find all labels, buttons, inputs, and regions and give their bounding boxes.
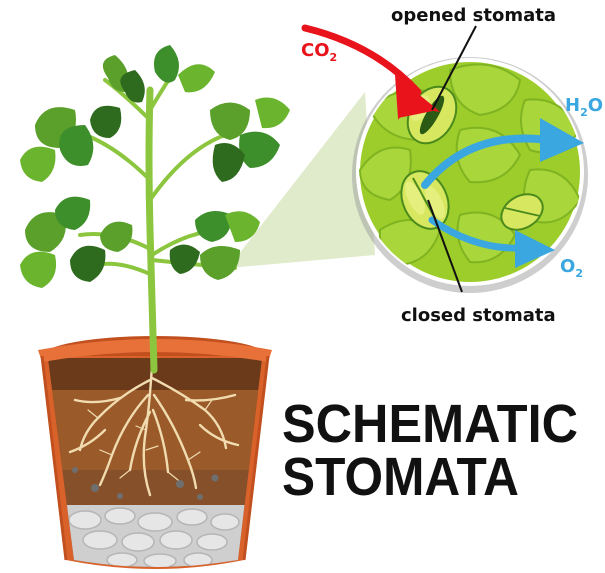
o2-label: O2	[560, 256, 583, 280]
title-line-1: SCHEMATIC	[282, 394, 578, 454]
closed-stomata-label: closed stomata	[401, 305, 556, 326]
co2-label: CO2	[301, 40, 337, 64]
plant	[20, 45, 290, 370]
title-line-2: STOMATA	[282, 447, 519, 507]
h2o-label: H2O	[565, 95, 603, 119]
magnified-leaf	[352, 57, 588, 293]
main-stem	[149, 90, 154, 370]
opened-stomata-label: opened stomata	[391, 5, 556, 26]
soil-middle-layer	[40, 390, 270, 470]
